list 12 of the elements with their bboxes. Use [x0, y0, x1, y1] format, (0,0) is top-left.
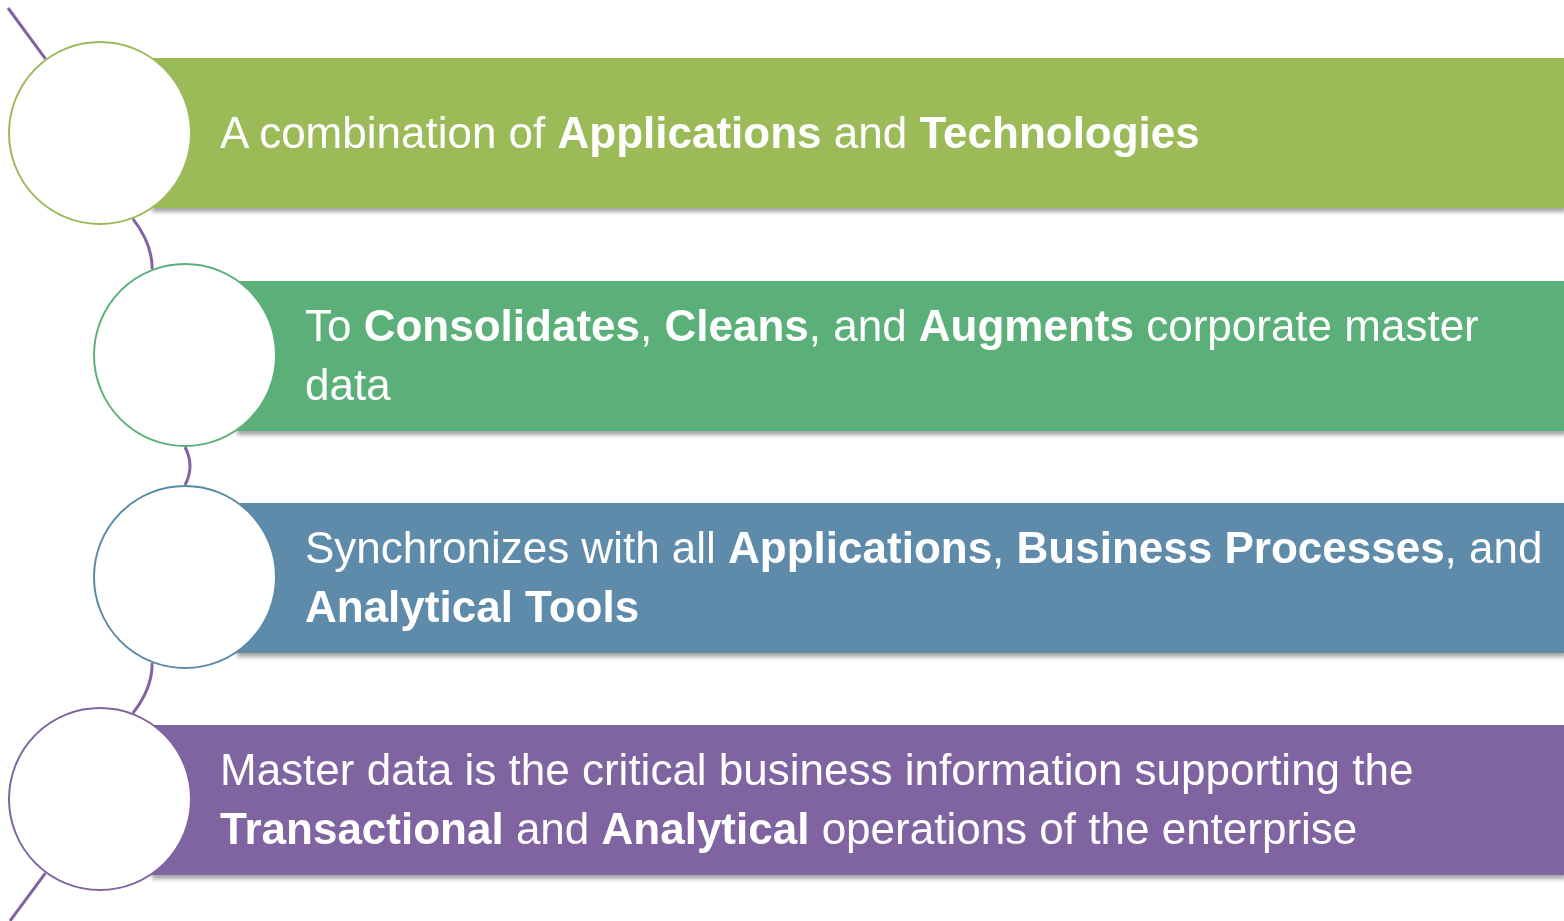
connector-line [8, 872, 47, 921]
list-bar [150, 725, 1564, 875]
bar-text: A combination of Applications and Technologies [220, 106, 1200, 159]
bar-text: Synchronizes with all Applications, Business Processes, and Analytical Tools [305, 522, 1544, 633]
connector-line [131, 218, 154, 270]
list-bar [235, 281, 1564, 431]
bar-text: To Consolidates, Cleans, and Augments corporate master data [305, 300, 1480, 411]
connector-line [6, 7, 47, 60]
list-bar [235, 503, 1564, 653]
connector-line [131, 662, 154, 714]
connector-line [183, 446, 192, 486]
bar-text: Master data is the critical business information supporting the Transactional and Analytical operations of the enterprise [220, 744, 1415, 855]
